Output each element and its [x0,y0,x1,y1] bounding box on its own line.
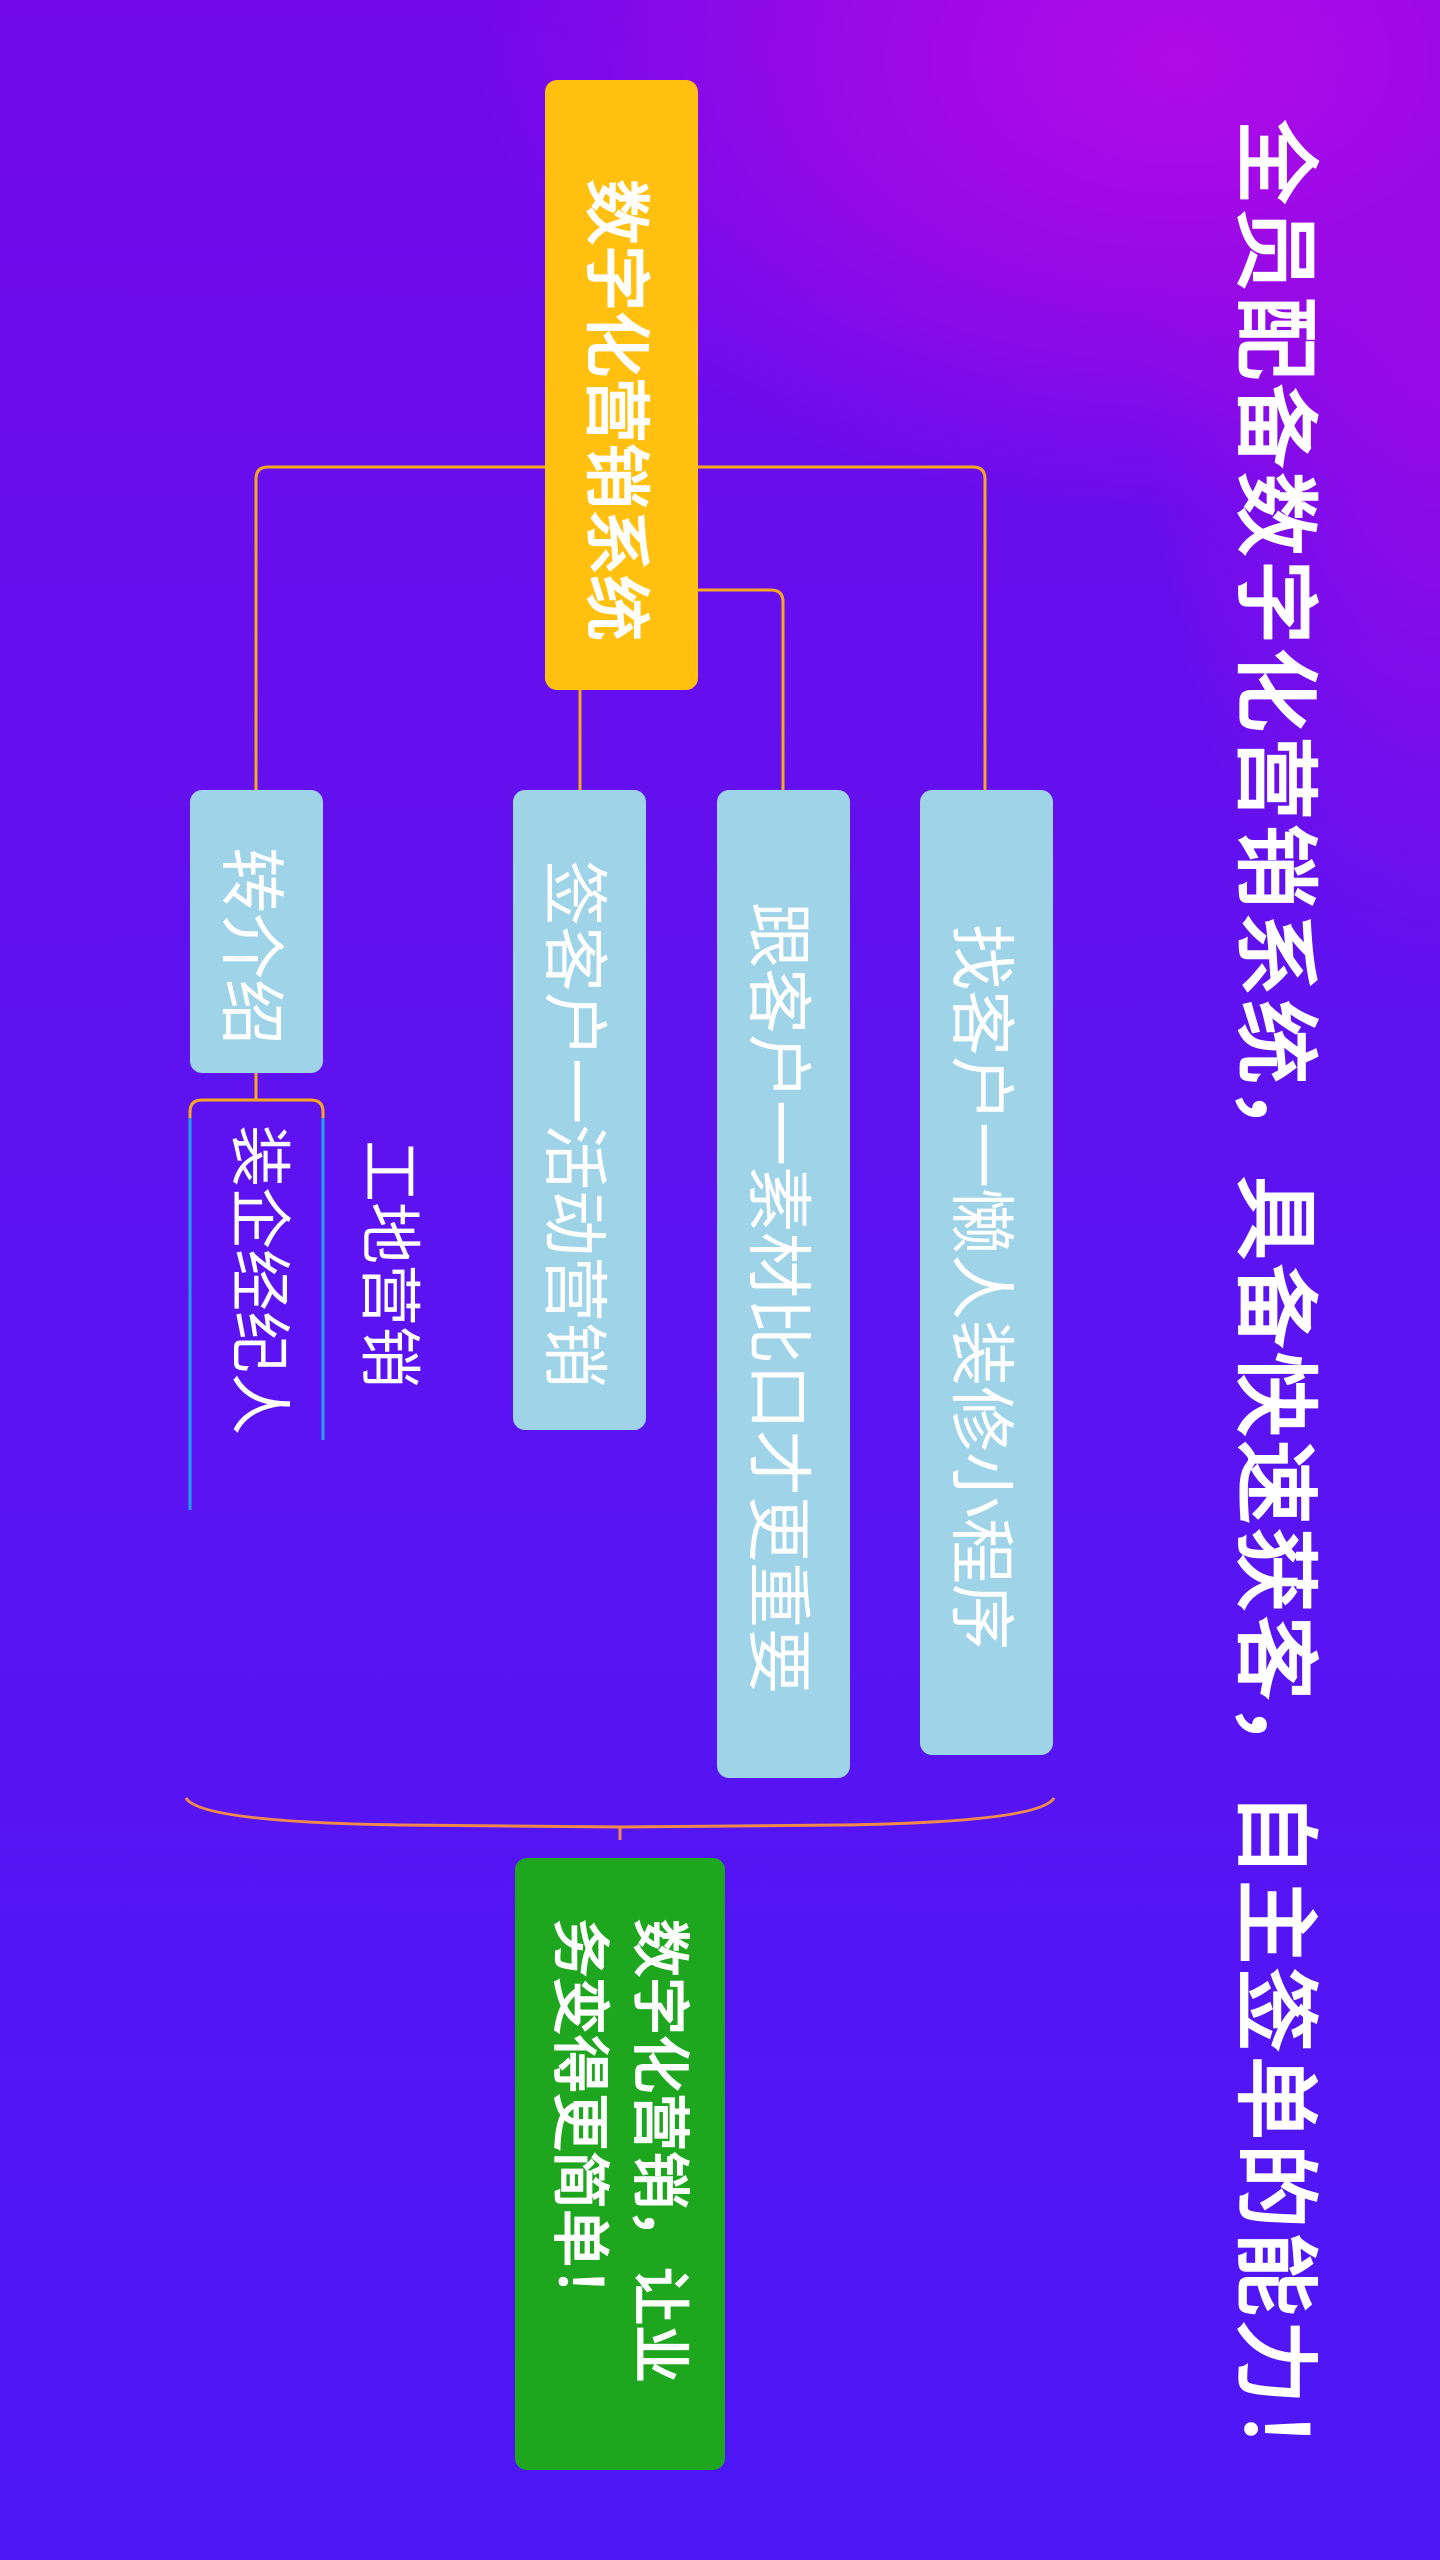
node-referral: 转介绍 [190,790,323,1073]
connector-root-to-children [254,465,545,790]
summary-brace [184,1797,1056,1829]
conclusion-label: 数字化营销，让业务变得更简单！ [546,1919,694,2384]
root-node: 数字化营销系统 [545,80,698,690]
node-sign-customers: 签客户一活动营销 [513,790,646,1430]
node-follow-customers: 跟客户一素材比口才更重要 [717,790,850,1778]
node-find-customers: 找客户一懒人装修小程序 [920,790,1053,1755]
node-label: 签客户一活动营销 [535,860,613,1388]
root-node-label: 数字化营销系统 [577,179,655,641]
sub-node-site-marketing: 工地营销 [353,1140,426,1389]
page-title: 全员配备数字化营销系统，具备快速获客，自主签单的能力！ [1226,120,1324,2497]
node-label: 转介绍 [212,846,290,1045]
connector-referral-bracket [188,1098,325,1120]
node-label: 找客户一懒人装修小程序 [942,923,1020,1650]
node-label: 跟客户一素材比口才更重要 [739,902,817,1694]
sub-node-agent: 装企经纪人 [223,1125,296,1436]
conclusion-node: 数字化营销，让业务变得更简单！ [515,1858,725,2470]
connector-root-to-find [698,465,987,790]
connector-root-to-follow [698,588,785,790]
